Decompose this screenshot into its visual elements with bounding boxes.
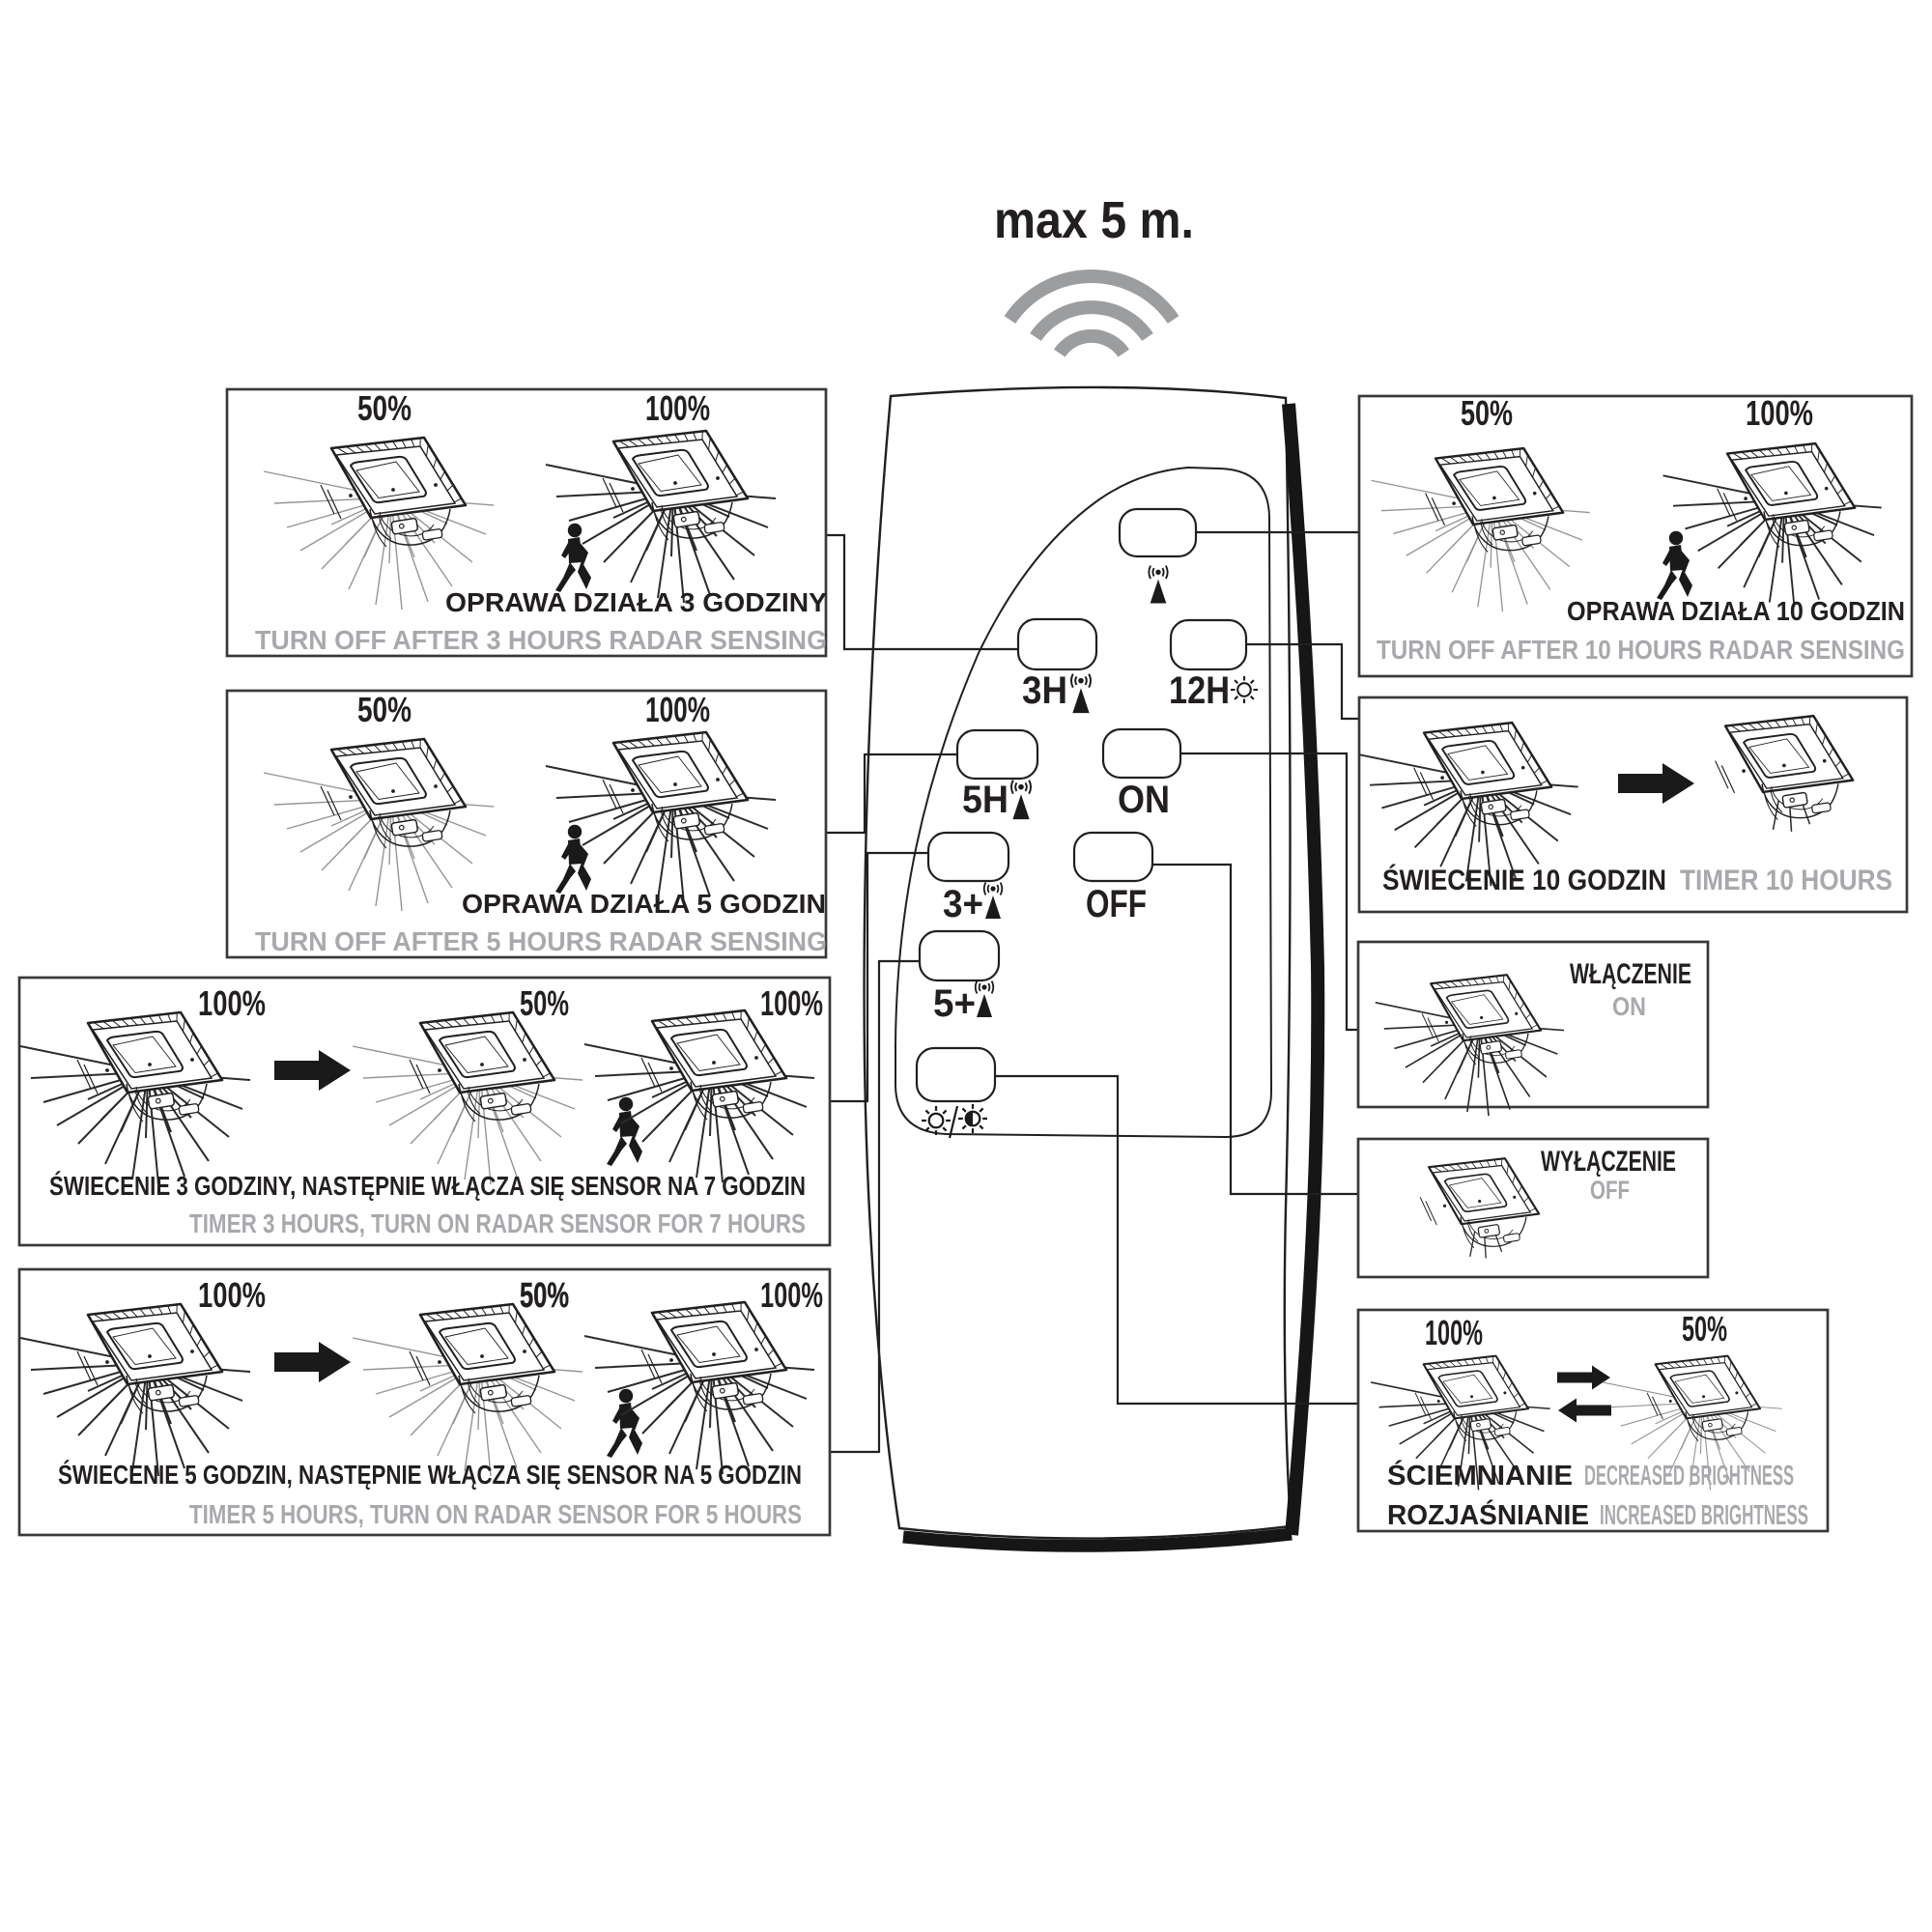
svg-text:TIMER 3 HOURS, TURN ON RADAR S: TIMER 3 HOURS, TURN ON RADAR SENSOR FOR … (189, 1208, 806, 1238)
svg-text:3H: 3H (1022, 669, 1067, 712)
svg-text:5H: 5H (962, 779, 1009, 821)
svg-text:TIMER 5 HOURS, TURN ON RADAR S: TIMER 5 HOURS, TURN ON RADAR SENSOR FOR … (189, 1499, 802, 1529)
svg-text:3+: 3+ (943, 883, 983, 925)
svg-text:100%: 100% (760, 1275, 823, 1315)
svg-text:100%: 100% (1425, 1313, 1483, 1352)
svg-text:ON: ON (1118, 779, 1170, 821)
svg-text:100%: 100% (198, 983, 266, 1023)
svg-text:TURN OFF AFTER 10 HOURS RADAR: TURN OFF AFTER 10 HOURS RADAR SENSING (1377, 635, 1905, 665)
svg-text:DECREASED BRIGHTNESS: DECREASED BRIGHTNESS (1584, 1461, 1794, 1492)
svg-text:INCREASED BRIGHTNESS: INCREASED BRIGHTNESS (1600, 1500, 1808, 1531)
svg-text:50%: 50% (357, 388, 412, 428)
svg-text:5+: 5+ (933, 982, 976, 1025)
svg-text:OPRAWA DZIAŁA 3 GODZINY: OPRAWA DZIAŁA 3 GODZINY (445, 587, 827, 617)
svg-text:ŚWIECENIE 3 GODZINY, NASTĘPNIE: ŚWIECENIE 3 GODZINY, NASTĘPNIE WŁĄCZA SI… (49, 1171, 806, 1201)
svg-text:WYŁĄCZENIE: WYŁĄCZENIE (1541, 1146, 1676, 1178)
svg-text:100%: 100% (198, 1275, 266, 1315)
svg-text:50%: 50% (1461, 393, 1513, 433)
svg-text:50%: 50% (520, 983, 569, 1023)
svg-text:100%: 100% (1746, 393, 1813, 433)
svg-text:OPRAWA DZIAŁA 5 GODZIN: OPRAWA DZIAŁA 5 GODZIN (462, 889, 826, 919)
svg-text:OFF: OFF (1086, 883, 1147, 925)
svg-text:ŚWIECENIE 10 GODZIN: ŚWIECENIE 10 GODZIN (1382, 864, 1666, 896)
svg-text:TIMER 10 HOURS: TIMER 10 HOURS (1680, 865, 1892, 896)
svg-text:ON: ON (1612, 992, 1646, 1021)
svg-text:12H: 12H (1169, 669, 1230, 712)
svg-text:100%: 100% (645, 388, 710, 428)
svg-text:ŚWIECENIE 5 GODZIN, NASTĘPNIE: ŚWIECENIE 5 GODZIN, NASTĘPNIE WŁĄCZA SIĘ… (58, 1460, 802, 1490)
svg-text:100%: 100% (645, 690, 710, 729)
svg-text:OPRAWA DZIAŁA 10 GODZIN: OPRAWA DZIAŁA 10 GODZIN (1567, 596, 1905, 626)
svg-text:WŁĄCZENIE: WŁĄCZENIE (1570, 958, 1691, 990)
svg-text:TURN OFF AFTER 3 HOURS RADAR S: TURN OFF AFTER 3 HOURS RADAR SENSING (255, 625, 827, 655)
svg-text:max 5 m.: max 5 m. (994, 191, 1194, 249)
svg-text:50%: 50% (1682, 1309, 1727, 1349)
svg-text:ŚCIEMNIANIE: ŚCIEMNIANIE (1387, 1459, 1573, 1492)
svg-text:OFF: OFF (1590, 1176, 1630, 1205)
svg-text:100%: 100% (760, 983, 823, 1023)
svg-text:50%: 50% (520, 1275, 569, 1315)
svg-text:TURN OFF AFTER 5 HOURS RADAR S: TURN OFF AFTER 5 HOURS RADAR SENSING (255, 926, 827, 956)
svg-text:50%: 50% (357, 690, 412, 729)
svg-text:ROZJAŚNIANIE: ROZJAŚNIANIE (1387, 1498, 1589, 1531)
